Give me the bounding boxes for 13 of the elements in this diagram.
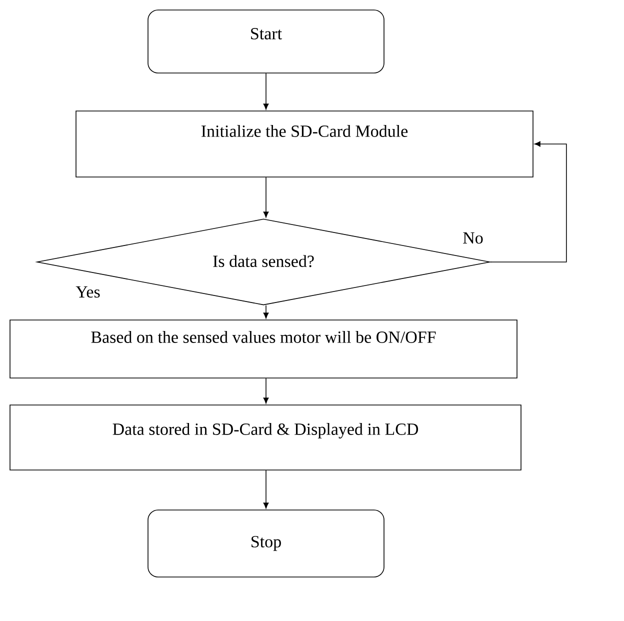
terminator-box: Start [148, 10, 384, 74]
edge-label: No [462, 231, 484, 245]
arrow [263, 378, 269, 404]
arrow [263, 470, 269, 509]
terminator-box: Stop [148, 510, 384, 578]
arrow [263, 304, 269, 319]
branch-label: Yes [76, 286, 100, 298]
process-box: Based on the sensed values motor will be ON/OFF [10, 320, 518, 378]
process-box: Data stored in SD-Card & Displayed in LCD [10, 404, 522, 470]
arrow [263, 73, 269, 110]
arrow [490, 141, 567, 262]
arrow [263, 176, 269, 218]
process-box: Initialize the SD-Card Module [76, 110, 534, 178]
